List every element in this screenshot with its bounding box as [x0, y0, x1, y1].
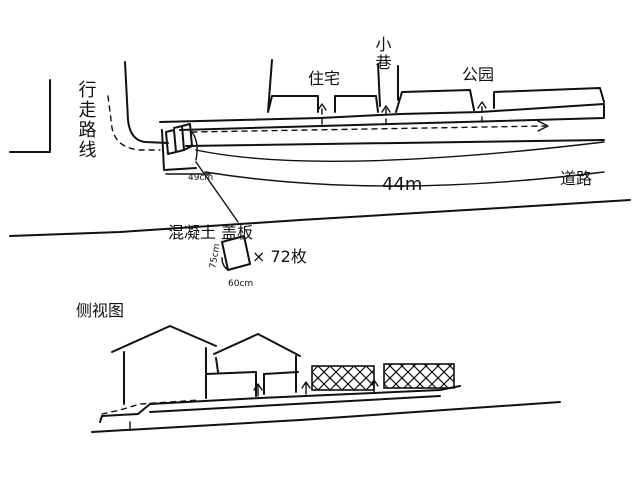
ground-line-upper	[99, 385, 461, 423]
walk-route-side-dashed	[101, 399, 201, 415]
road-top-curb	[159, 103, 605, 131]
length-dimension-line	[204, 171, 605, 187]
stacked-slabs	[165, 123, 198, 161]
side-access-arrows	[253, 379, 379, 397]
side-view-title: 侧视图	[76, 301, 124, 320]
plan-view: 行走路线 住宅 小巷 公园 49cm 44m 道路 混凝土 盖板 75cm 60…	[9, 36, 631, 289]
left-street-outline	[9, 61, 169, 153]
slab-count-label: × 72枚	[252, 247, 307, 266]
ground-line-slab	[149, 395, 441, 413]
access-arrows	[317, 101, 487, 125]
slab-width-label: 60cm	[228, 279, 253, 289]
slab-height-label: 75cm	[208, 243, 222, 270]
ditch-end-wall	[161, 129, 197, 171]
slab-leader-line	[195, 161, 239, 223]
route-arrowhead	[537, 120, 549, 132]
alley-walls	[377, 63, 399, 107]
houses-label: 住宅	[308, 69, 340, 88]
road-bottom-curb	[9, 199, 631, 237]
park-label: 公园	[462, 65, 494, 84]
ditch-curve	[195, 141, 605, 162]
house-1	[111, 325, 217, 405]
road-label: 道路	[560, 169, 592, 188]
slab-name-label: 混凝土 盖板	[168, 223, 253, 242]
length-label: 44m	[382, 174, 422, 195]
walk-route-label: 行走路线	[76, 80, 97, 160]
ditch-lower-edge	[185, 139, 605, 147]
side-view: 侧视图	[76, 301, 561, 433]
park-fence-1	[311, 365, 375, 391]
walk-route-path	[107, 95, 161, 151]
boundary-walls	[205, 371, 299, 397]
width-label: 49cm	[188, 173, 213, 183]
building-line	[267, 59, 605, 113]
house-2	[213, 333, 301, 393]
ground-line-lower	[91, 401, 561, 433]
park-fence-2	[383, 363, 455, 389]
slab-icon	[221, 235, 251, 271]
alley-label: 小巷	[373, 36, 392, 72]
ditch-route-dashed	[191, 125, 546, 133]
